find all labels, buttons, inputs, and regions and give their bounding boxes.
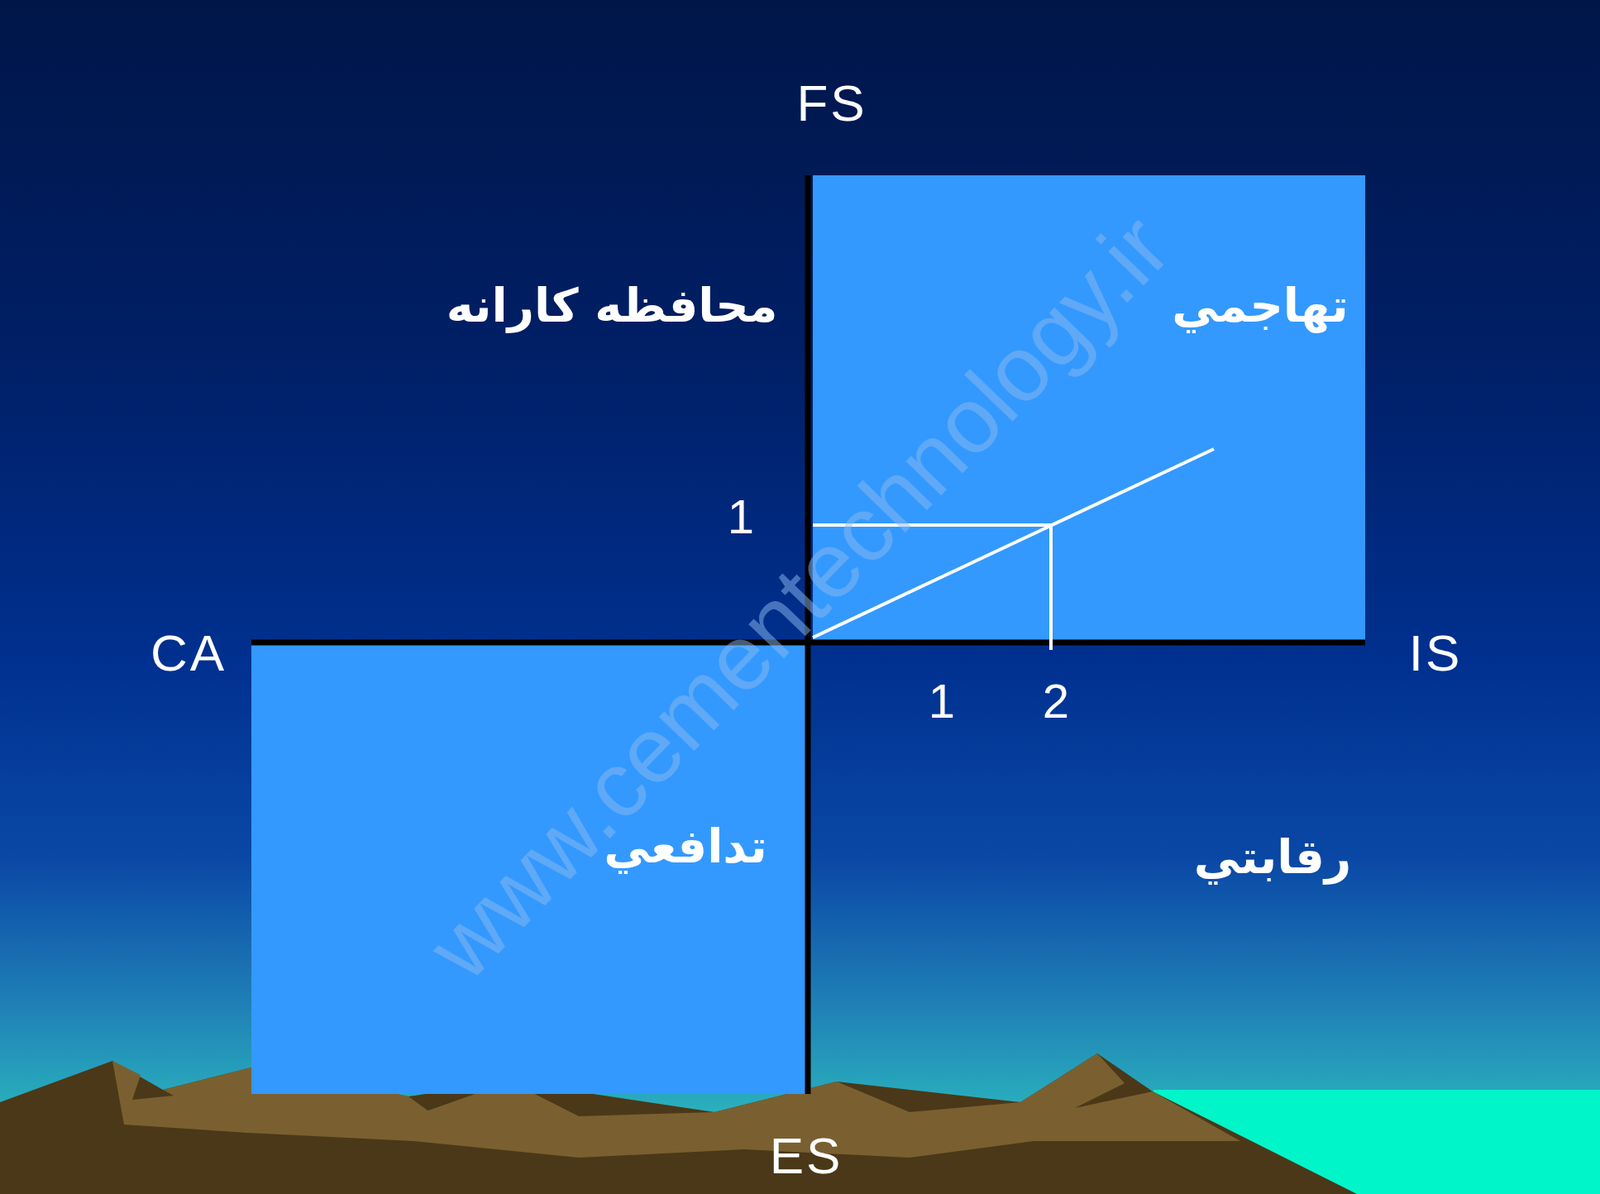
quadrant-label: محافظه کارانه — [446, 280, 779, 332]
quadrant-label: تهاجمي — [1171, 280, 1349, 332]
tick-number: 1 — [928, 674, 956, 728]
tick-number: 1 — [727, 490, 755, 544]
axis-label: CA — [150, 625, 227, 682]
quadrant-label: رقابتي — [1194, 831, 1352, 884]
tick-number: 2 — [1042, 674, 1070, 728]
axis-label: IS — [1408, 625, 1463, 682]
axis-label: FS — [796, 75, 867, 132]
guide-line — [1049, 525, 1053, 650]
axis-label: ES — [769, 1127, 844, 1185]
